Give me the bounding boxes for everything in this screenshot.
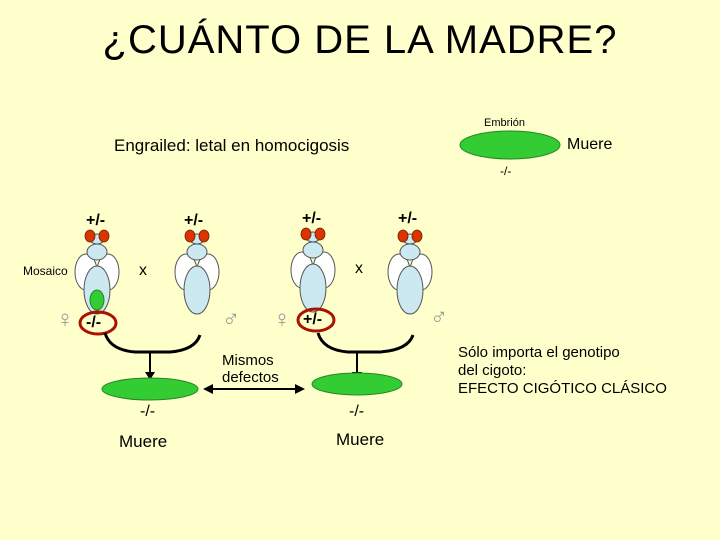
embryo-right	[311, 372, 403, 396]
mosaic-label: Mosaico	[23, 264, 68, 278]
fly2-genotype: +/-	[184, 212, 204, 229]
fly4-genotype: +/-	[398, 210, 418, 227]
fly-male-left	[174, 229, 220, 315]
fly1-genotype: +/-	[86, 212, 106, 229]
arrow-left-head	[145, 372, 155, 380]
conclusion-text: Sólo importa el genotipo del cigoto: EFE…	[458, 344, 667, 397]
fly-male-right	[387, 229, 433, 315]
offspring-right-fate: Muere	[336, 430, 385, 449]
fly-female-right	[290, 227, 336, 313]
female-symbol-left: ♀	[56, 306, 74, 333]
germline-right-genotype: +/-	[303, 311, 323, 328]
cross-bracket-right	[316, 332, 415, 354]
germline-right-ring	[296, 307, 336, 333]
subtitle: Engrailed: letal en homocigosis	[114, 136, 350, 155]
female-symbol-right: ♀	[273, 306, 291, 333]
embryo-top	[459, 130, 561, 160]
germline-left-genotype: -/-	[86, 314, 102, 331]
comparison-arrow-left-head	[203, 384, 213, 394]
male-symbol-right: ♂	[430, 304, 448, 331]
cross-bracket-left	[103, 332, 202, 354]
center-note: Mismos defectos	[222, 352, 279, 386]
germline-left-ring	[78, 310, 118, 336]
offspring-right-genotype: -/-	[349, 403, 365, 420]
cross-symbol-right: x	[355, 260, 363, 277]
male-symbol-left: ♂	[222, 306, 240, 333]
embryo-genotype: -/-	[500, 164, 512, 178]
offspring-left-fate: Muere	[119, 432, 168, 451]
comparison-arrow-right-head	[295, 384, 305, 394]
mosaic-patch	[89, 289, 105, 311]
embryo-label: Embrión	[484, 117, 525, 129]
page-title: ¿CUÁNTO DE LA MADRE?	[102, 18, 618, 62]
offspring-left-genotype: -/-	[140, 403, 156, 420]
embryo-left	[101, 377, 199, 401]
cross-symbol-left: x	[139, 262, 147, 279]
embryo-fate: Muere	[567, 136, 613, 153]
fly3-genotype: +/-	[302, 210, 322, 227]
